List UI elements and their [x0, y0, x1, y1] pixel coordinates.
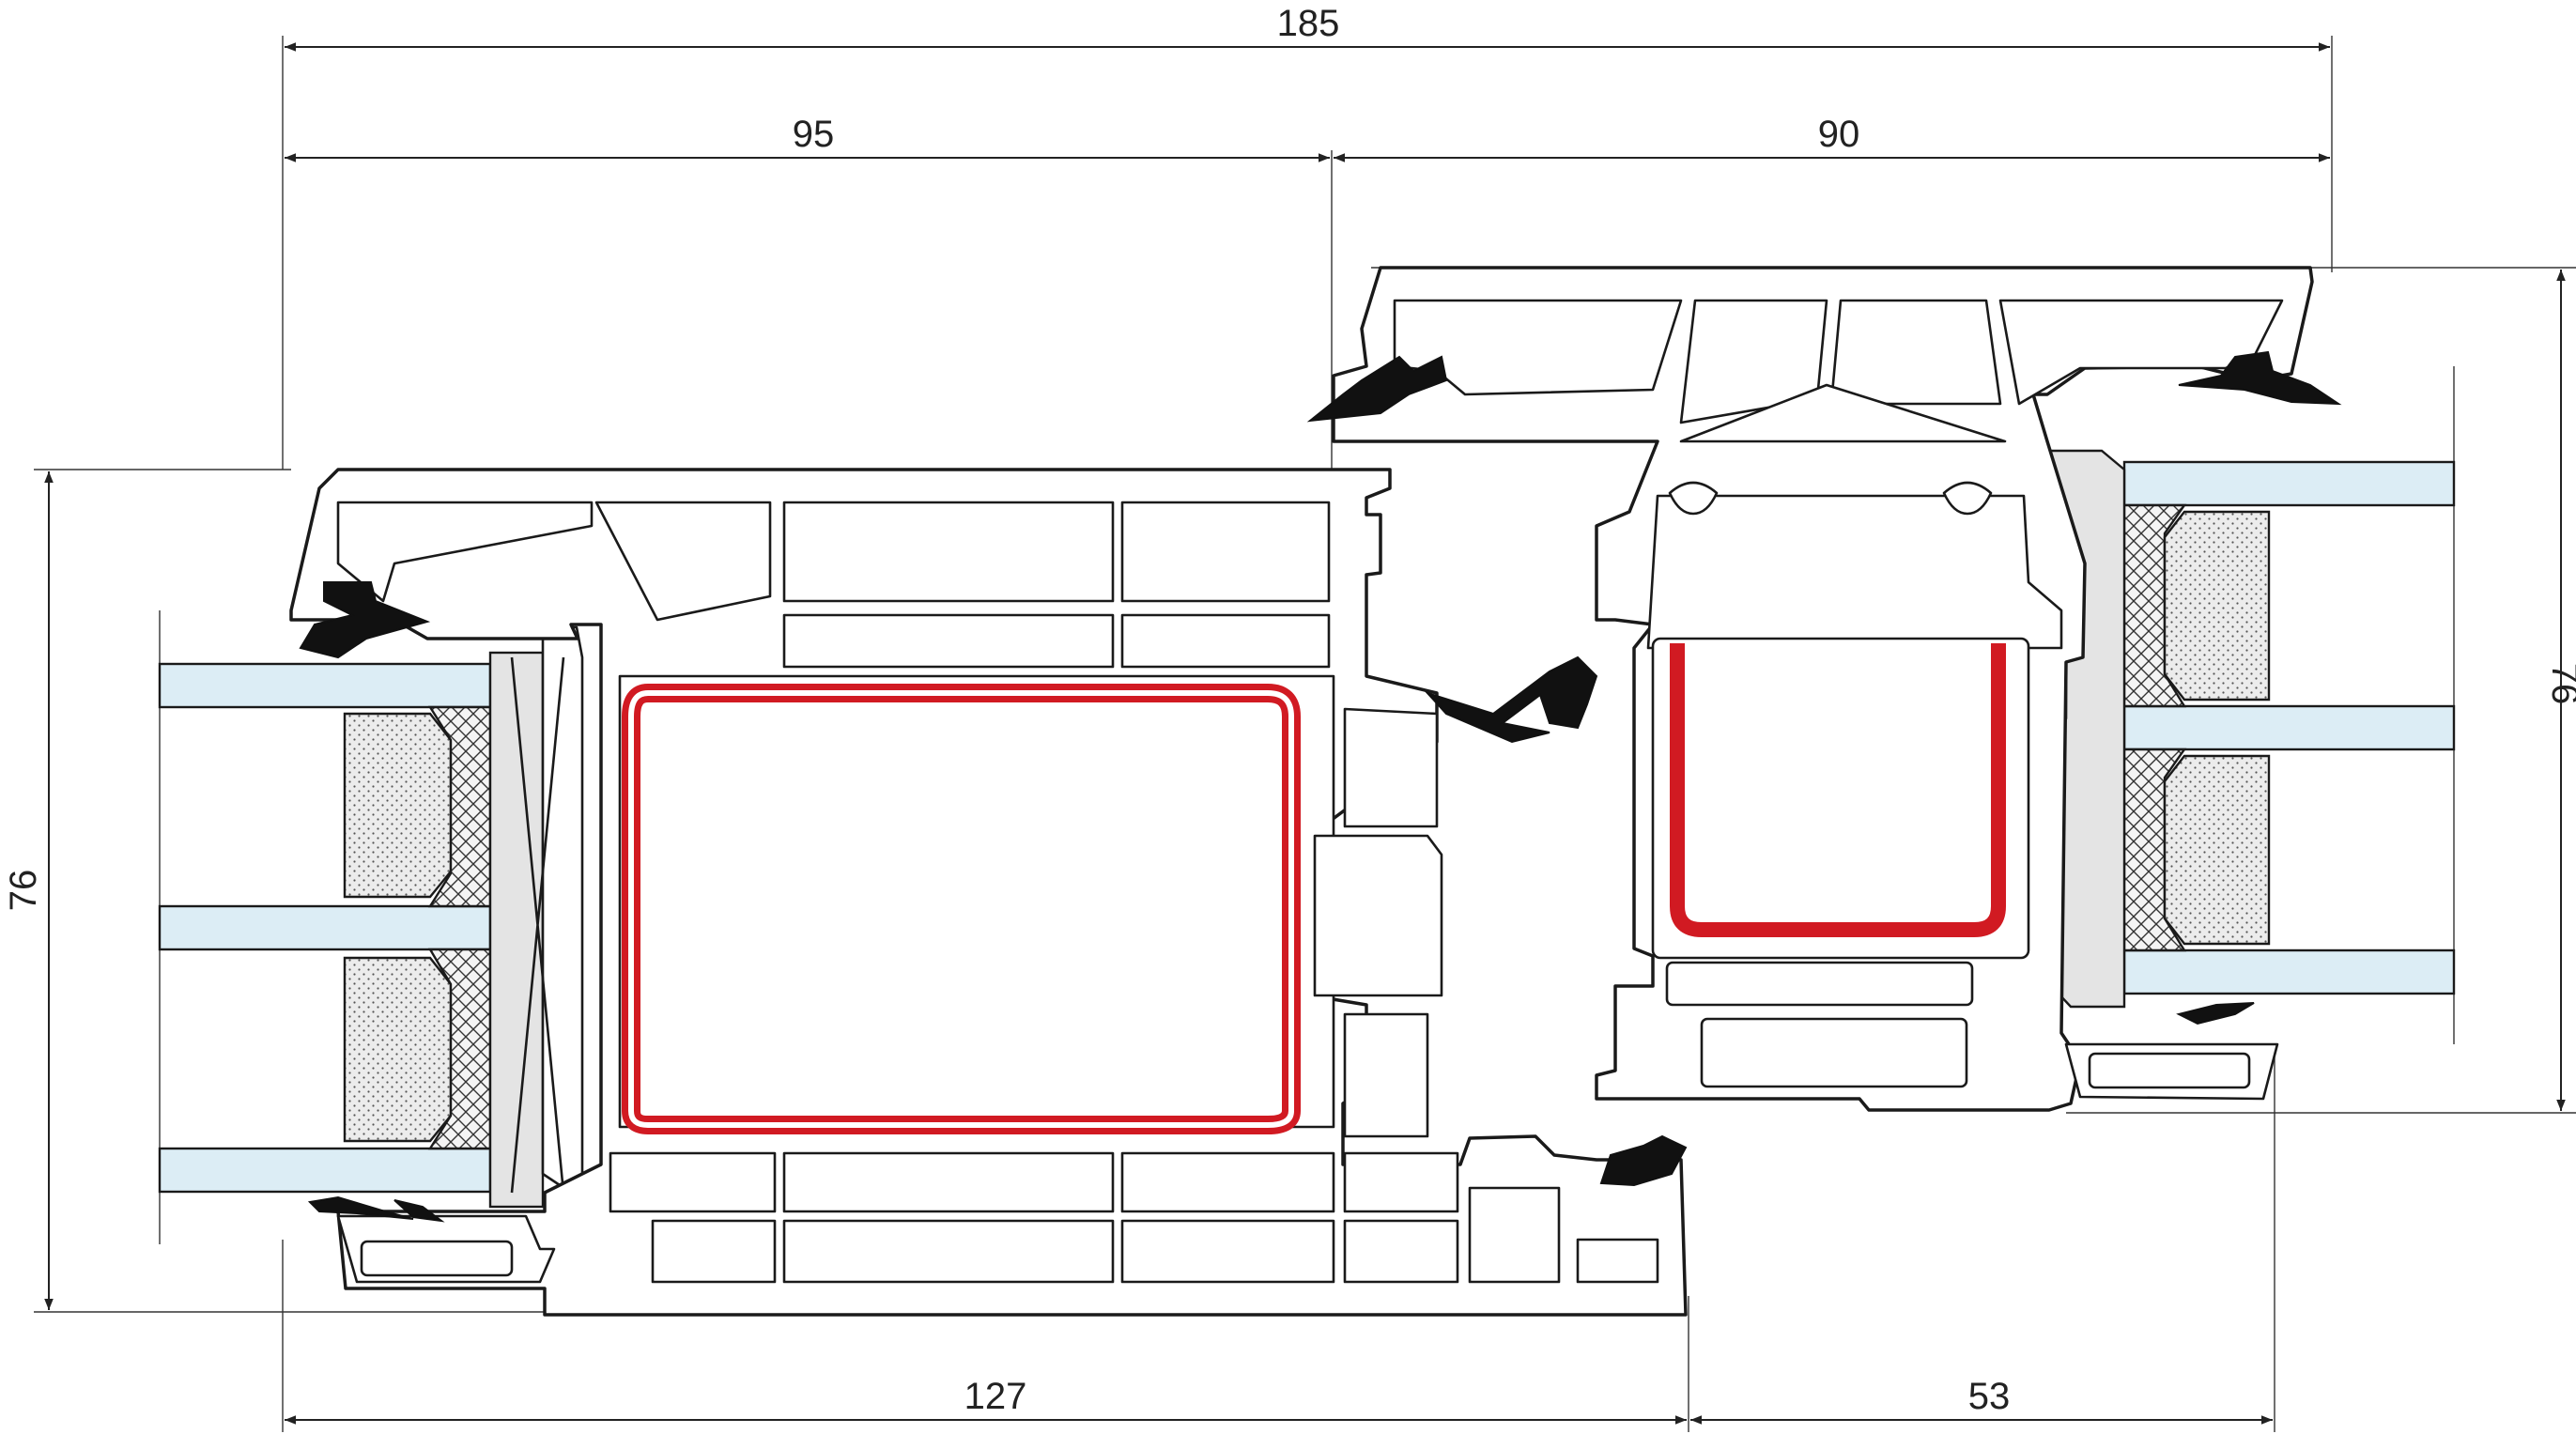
right-glass-pane-1 [2122, 460, 2456, 507]
sash-lug-right [1942, 481, 1993, 516]
sash-right-gasket [2178, 350, 2342, 406]
dimension-frame-width: 95 [285, 114, 1333, 470]
sash-main-chamber-outline [1646, 494, 2063, 650]
frame-bottom-chamber-2 [782, 1219, 1115, 1284]
dimension-overall-width-label: 185 [1277, 3, 1340, 44]
dimension-sash-width-label: 90 [1818, 114, 1860, 155]
sash-bottom-gasket [2176, 1002, 2255, 1025]
frame-lower-chamber-3 [1120, 1151, 1335, 1213]
frame-profile [289, 468, 1688, 1317]
right-glass-pane-2 [2122, 704, 2456, 751]
frame-upper-chamber-4 [782, 613, 1115, 669]
frame-bottom-chamber-4 [1343, 1219, 1459, 1284]
frame-bottom-chamber-6 [1576, 1238, 1659, 1284]
frame-bottom-chamber-5 [1468, 1186, 1561, 1284]
dimension-height-right-label: 76 [2544, 663, 2576, 705]
sash-u-reinforcement [1670, 643, 2006, 937]
right-glazing-unit [2008, 366, 2456, 1044]
frame-upper-gasket-channel [336, 501, 594, 603]
left-glass-pane-2 [158, 904, 492, 951]
frame-upper-chamber-3 [1120, 501, 1331, 603]
left-spacer-lower [343, 956, 453, 1143]
dimension-sash-width: 90 [1334, 114, 2330, 162]
right-spacer-lower [2163, 754, 2271, 946]
left-glazing-bead-cross [510, 656, 565, 1194]
dimension-height-left: 76 [3, 469, 545, 1313]
frame-upper-chamber-2 [782, 501, 1115, 603]
rebate-gasket [1599, 1134, 1688, 1187]
frame-bottom-chamber-1 [651, 1219, 777, 1284]
dimension-bottom-left-label: 127 [964, 1376, 1027, 1417]
dimension-bottom-left: 127 [282, 1240, 1689, 1432]
sash-gable-chamber [1679, 383, 2007, 443]
sash-lower-chamber [1665, 961, 1974, 1007]
frame-bottom-chamber-3 [1120, 1219, 1335, 1284]
sash-inner-chamber [1651, 637, 2030, 960]
left-glass-pane-3 [158, 1147, 492, 1194]
dimension-frame-width-label: 95 [793, 114, 835, 155]
frame-bottom-gasket-2 [393, 1199, 445, 1223]
frame-main-chamber [618, 674, 1335, 1129]
frame-right-chamber-lower [1343, 1012, 1429, 1138]
frame-upper-chamber-5 [1120, 613, 1331, 669]
frame-outer-gasket [299, 581, 431, 659]
sash-outer-gasket [1306, 355, 1448, 423]
frame-lower-chamber-2 [782, 1151, 1115, 1213]
right-spacer-upper [2163, 510, 2271, 702]
gaskets [299, 350, 2342, 1223]
frame-upper-chamber-1 [594, 501, 772, 622]
left-glazing-bead-clip [541, 625, 584, 1187]
left-glass-pane-1 [158, 662, 492, 709]
frame-lower-chamber-1 [609, 1151, 777, 1213]
frame-right-chamber-upper [1343, 707, 1439, 828]
frame-lower-chamber-4 [1343, 1151, 1459, 1213]
dimension-overall-width: 185 [282, 3, 2333, 470]
frame-drip-sill-inner [360, 1240, 514, 1277]
dimension-bottom-right-label: 53 [1968, 1376, 2011, 1417]
frame-bottom-gasket [307, 1195, 414, 1220]
frame-steel-reinforcement-core [628, 690, 1294, 1128]
right-glass-pane-3 [2122, 948, 2456, 995]
frame-drain-slot [1313, 834, 1443, 997]
sash-lug-left [1668, 481, 1719, 516]
sash-profile [1332, 266, 2314, 1112]
sash-bottom-chamber [1700, 1017, 1968, 1088]
dimension-bottom-right: 53 [1690, 1052, 2275, 1432]
sash-upper-chamber-2 [1829, 299, 2002, 406]
sash-drip-inner [2088, 1052, 2251, 1089]
left-glazing-bead [488, 651, 545, 1209]
middle-seal-gasket [1424, 655, 1598, 744]
dimension-height-left-label: 76 [3, 870, 44, 912]
left-spacer-upper [343, 712, 453, 899]
left-glazing-unit [158, 610, 584, 1244]
